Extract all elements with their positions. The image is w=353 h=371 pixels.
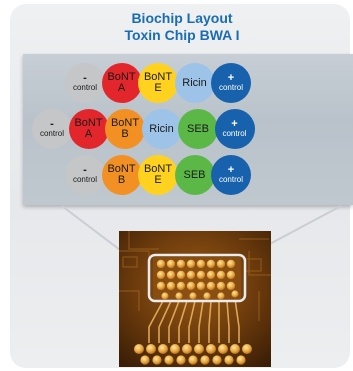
spot-label-bottom: control	[222, 128, 247, 138]
spot-label-top: Ricin	[182, 76, 207, 89]
spot-label-bottom: A	[117, 82, 126, 94]
spot-label-top: BoNT	[143, 163, 173, 175]
spot-ricin: Ricin	[174, 63, 215, 103]
spot-label-bottom: E	[154, 82, 162, 94]
spot-label-bottom: control	[39, 128, 64, 138]
spot-label-bottom: B	[121, 128, 129, 140]
spot-label-top: -	[83, 71, 87, 84]
spot-seb: SEB	[174, 155, 215, 195]
spot-neg: -control	[32, 109, 72, 149]
spot-label-bottom: control	[72, 174, 97, 184]
spot-pos: +control	[214, 109, 255, 149]
spot-label-top: SEB	[186, 122, 209, 135]
spot-pos: +control	[211, 63, 251, 103]
chip-micrograph	[119, 231, 271, 367]
spot-label-top: SEB	[183, 168, 206, 181]
spot-label-top: +	[231, 117, 238, 130]
spot-label-bottom: A	[84, 128, 93, 140]
spot-label-top: Ricin	[149, 122, 174, 135]
spot-label-bottom: control	[218, 82, 243, 92]
spot-label-bottom: B	[117, 174, 126, 186]
spot-label-bottom: control	[218, 174, 243, 184]
spot-label-top: +	[227, 163, 235, 176]
figure-subtitle: Toxin Chip BWA I	[124, 27, 240, 43]
spot-label-top: BoNT	[143, 71, 173, 83]
spot-label-top: BoNT	[107, 71, 136, 83]
spot-label-bottom: E	[154, 174, 162, 186]
spot-neg: -control	[65, 63, 105, 103]
spot-seb: SEB	[178, 109, 218, 149]
figure-title: Biochip Layout	[131, 10, 233, 26]
spot-ricin: Ricin	[141, 109, 182, 149]
spot-neg: -control	[65, 155, 105, 195]
spot-label-top: -	[50, 117, 54, 130]
chip-photo	[119, 231, 271, 367]
spot-label-top: +	[227, 71, 235, 84]
spot-label-top: BoNT	[110, 117, 140, 129]
spot-label-top: BoNT	[107, 163, 136, 175]
spot-label-top: -	[83, 163, 87, 176]
spot-label-top: BoNT	[74, 117, 103, 129]
spot-label-bottom: control	[72, 82, 97, 92]
spot-pos: +control	[211, 155, 251, 195]
